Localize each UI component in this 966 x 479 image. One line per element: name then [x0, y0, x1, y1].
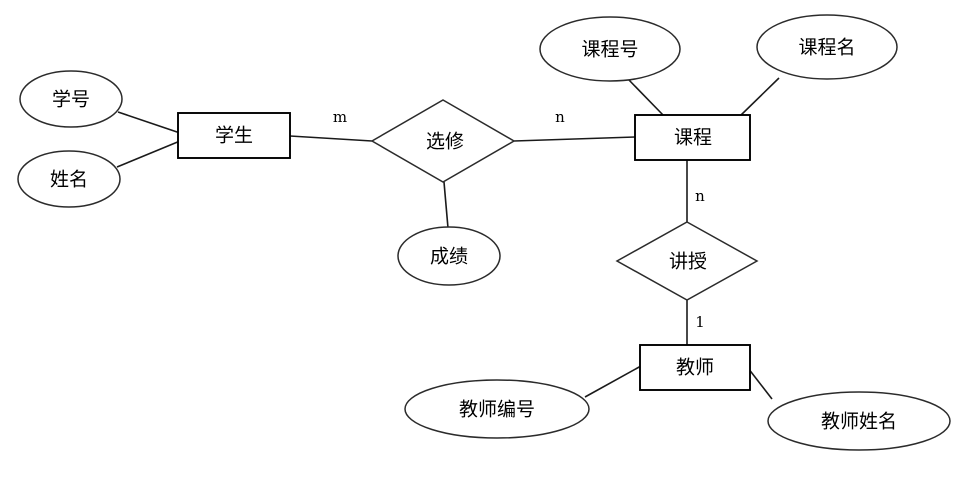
- relationship-enroll[interactable]: 选修: [370, 99, 516, 183]
- entity-layer: 学生 课程 教师: [177, 112, 751, 391]
- attribute-label: 成绩: [430, 246, 468, 268]
- cardinality-student-enroll: m: [333, 108, 347, 126]
- edge-course-no-to-course: [627, 78, 665, 117]
- entity-course[interactable]: 课程: [634, 114, 751, 161]
- edge-student-name-to-student: [116, 140, 181, 168]
- attribute-layer: 学号 姓名 课程号 课程名 成绩 教师编号 教师姓名: [17, 14, 951, 451]
- entity-label: 教师: [676, 357, 714, 379]
- relationship-teach[interactable]: 讲授: [615, 221, 759, 301]
- relationship-layer: 选修 讲授: [370, 99, 759, 301]
- edge-student-no-to-student: [117, 111, 181, 134]
- entity-rect: [634, 114, 751, 161]
- attribute-course-no[interactable]: 课程号: [539, 16, 681, 82]
- entity-rect: [639, 344, 751, 391]
- entity-rect: [177, 112, 291, 159]
- attribute-label: 学号: [52, 89, 90, 111]
- cardinality-teach-teacher: 1: [695, 313, 705, 331]
- attribute-ellipse: [539, 16, 681, 82]
- relationship-label: 选修: [426, 131, 464, 153]
- entity-student[interactable]: 学生: [177, 112, 291, 159]
- attribute-ellipse: [767, 391, 951, 451]
- cardinality-layer: m n n 1: [333, 108, 705, 331]
- attribute-ellipse: [397, 226, 501, 286]
- attribute-label: 课程名: [798, 37, 855, 59]
- attribute-teacher-no[interactable]: 教师编号: [404, 379, 590, 439]
- relationship-diamond: [370, 99, 516, 183]
- attribute-label: 教师编号: [459, 399, 535, 421]
- edge-enroll-to-course: [513, 136, 636, 142]
- attribute-student-name[interactable]: 姓名: [17, 150, 121, 208]
- entity-teacher[interactable]: 教师: [639, 344, 751, 391]
- edge-teacher-no-to-teacher: [584, 365, 642, 398]
- attribute-course-name[interactable]: 课程名: [756, 14, 898, 80]
- entity-label: 学生: [215, 125, 253, 147]
- attribute-score[interactable]: 成绩: [397, 226, 501, 286]
- edge-course-name-to-course: [739, 77, 780, 117]
- edge-student-to-enroll: [289, 135, 373, 142]
- attribute-teacher-name[interactable]: 教师姓名: [767, 391, 951, 451]
- attribute-label: 课程号: [581, 39, 638, 61]
- cardinality-enroll-course: n: [555, 108, 565, 126]
- edge-enroll-to-score: [443, 181, 449, 229]
- entity-label: 课程: [674, 127, 712, 149]
- edge-teacher-name-to-teacher: [747, 367, 773, 400]
- attribute-label: 姓名: [50, 169, 88, 191]
- attribute-ellipse: [19, 70, 123, 128]
- connector-layer: [116, 77, 780, 400]
- attribute-ellipse: [756, 14, 898, 80]
- attribute-ellipse: [404, 379, 590, 439]
- cardinality-course-teach: n: [695, 187, 705, 205]
- relationship-label: 讲授: [669, 251, 707, 273]
- attribute-ellipse: [17, 150, 121, 208]
- attribute-student-no[interactable]: 学号: [19, 70, 123, 128]
- relationship-diamond: [615, 221, 759, 301]
- attribute-label: 教师姓名: [821, 411, 897, 433]
